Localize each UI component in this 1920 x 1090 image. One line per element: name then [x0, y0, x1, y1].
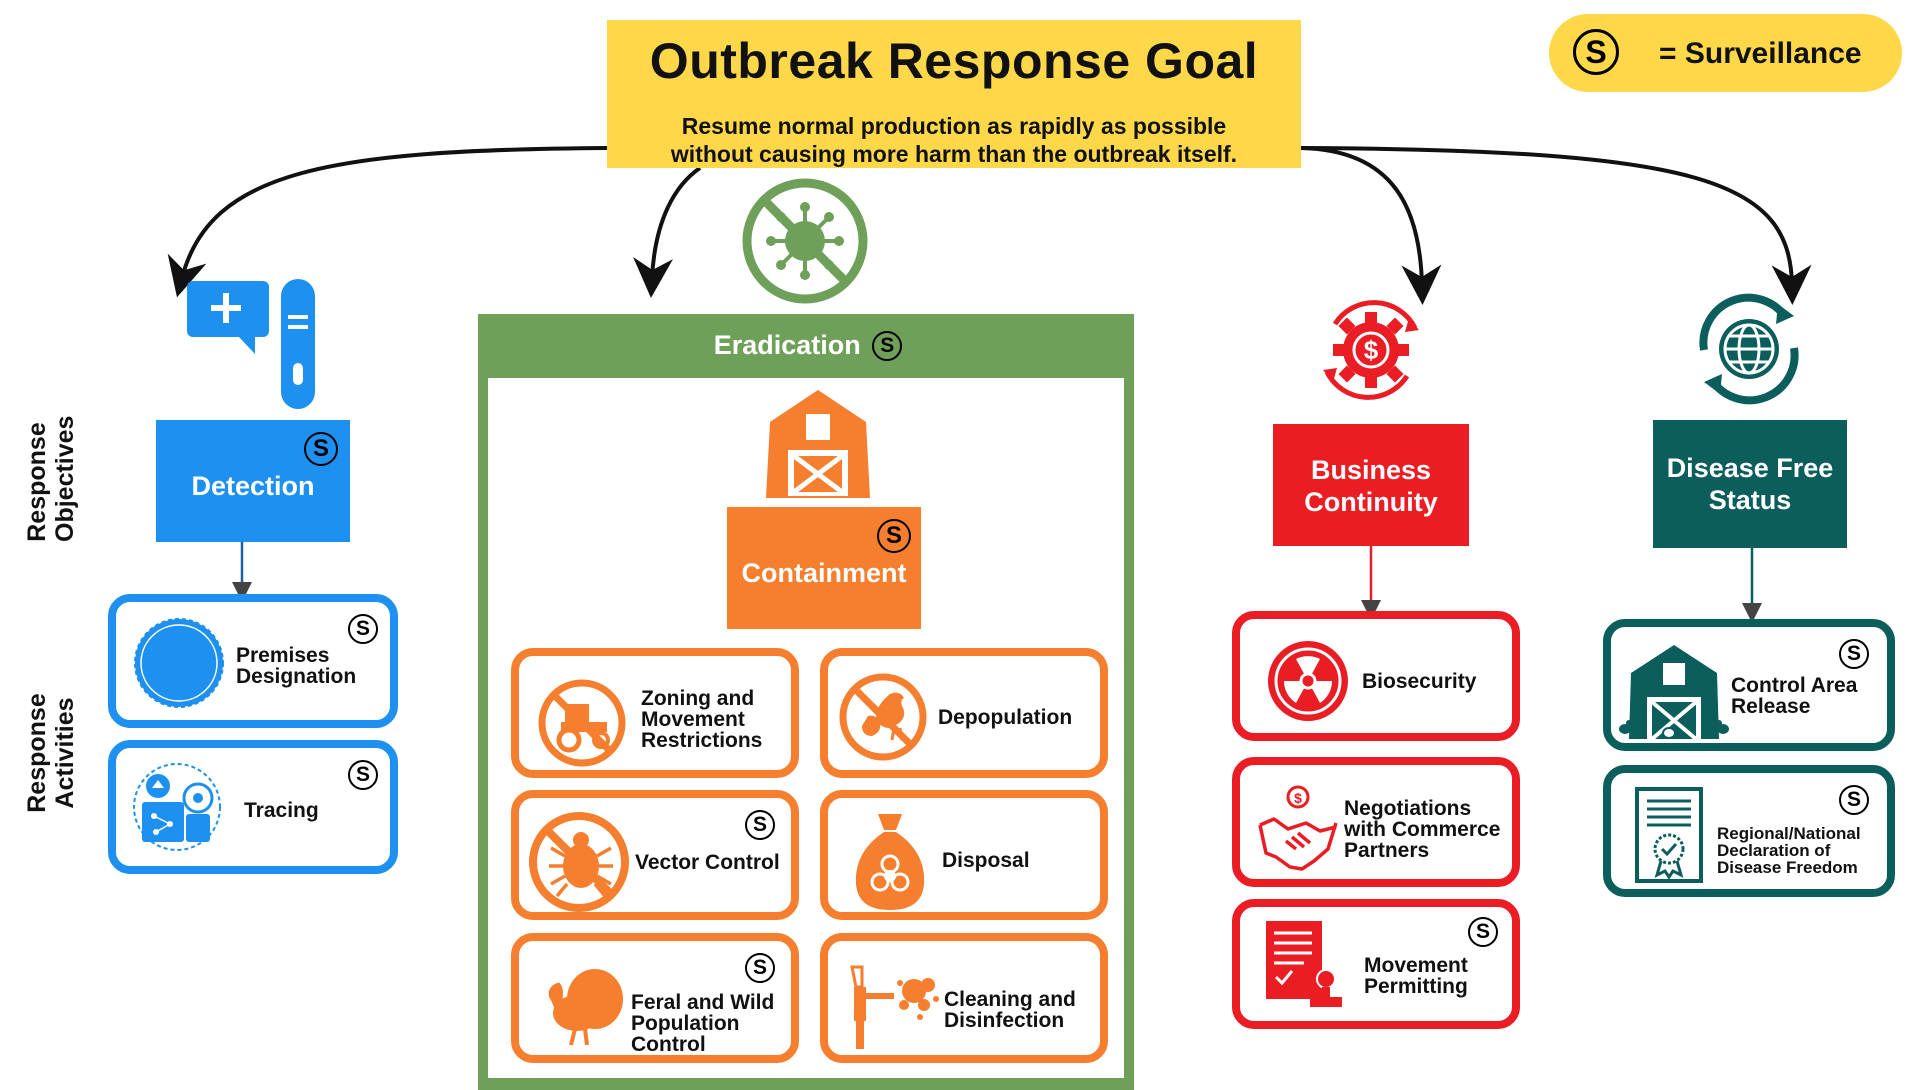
business-continuity-label: Business Continuity [1304, 455, 1438, 517]
business-continuity-box: Business Continuity [1273, 424, 1469, 546]
zoning-label: Zoning and Movement Restrictions [641, 687, 763, 752]
premises-designation-card: S Premises Designation [108, 594, 398, 728]
cleaning-label: Cleaning and Disinfection [944, 988, 1076, 1032]
barn-with-chickens-icon [1619, 645, 1729, 741]
disposal-card: Disposal [820, 790, 1108, 920]
detection-box: S Detection [156, 420, 350, 542]
biohazard-bag-icon [855, 814, 925, 910]
arrow-to-eradication [633, 166, 702, 298]
surveillance-badge: S [1468, 917, 1498, 947]
surveillance-badge: S [348, 760, 378, 790]
depopulation-label: Depopulation [938, 706, 1073, 729]
surveillance-badge: S [304, 432, 338, 466]
surveillance-badge: S [877, 519, 911, 553]
no-poultry-icon [839, 673, 927, 761]
goal-subtitle-line1: Resume normal production as rapidly as p… [681, 113, 1227, 139]
surveillance-badge: S [745, 810, 775, 840]
feral-card: S Feral and Wild Population Control [511, 933, 799, 1063]
goal-title: Outbreak Response Goal [649, 33, 1259, 89]
containment-label: Containment [741, 558, 907, 588]
badge-seal-icon [134, 618, 224, 708]
no-tractor-icon [538, 679, 626, 767]
tracing-network-icon [133, 763, 221, 851]
zoning-card: Zoning and Movement Restrictions [511, 648, 799, 778]
depopulation-card: Depopulation [820, 648, 1108, 778]
svg-text:$: $ [1294, 790, 1302, 806]
control-area-release-card: S Control Area Release [1603, 619, 1895, 751]
negotiations-label: Negotiations with Commerce Partners [1344, 797, 1501, 862]
goal-banner: Outbreak Response Goal Resume normal pro… [607, 20, 1301, 168]
surveillance-icon: S [1573, 29, 1619, 75]
biosecurity-label: Biosecurity [1362, 670, 1477, 693]
surveillance-badge: S [745, 953, 775, 983]
barn-icon [766, 390, 870, 498]
tracing-card: S Tracing [108, 740, 398, 874]
disease-free-status-label: Disease Free Status [1666, 453, 1834, 515]
vector-control-label: Vector Control [635, 851, 780, 874]
feral-label: Feral and Wild Population Control [631, 991, 775, 1056]
negotiations-card: $ Negotiations with Commerce Partners [1232, 757, 1520, 887]
arrow-to-detection [167, 146, 608, 298]
no-virus-icon [742, 178, 868, 304]
response-objectives-label: Response Objectives [23, 415, 79, 542]
globe-refresh-icon [1699, 293, 1799, 405]
response-activities-label: Response Activities [23, 693, 79, 813]
surveillance-badge: S [1839, 639, 1869, 669]
surveillance-badge: S [1839, 785, 1869, 815]
disease-free-status-box: Disease Free Status [1653, 420, 1847, 548]
premises-designation-label: Premises Designation [236, 644, 357, 688]
legend-text: = Surveillance [1659, 37, 1862, 70]
money-gear-icon: $ [1323, 300, 1419, 400]
goal-subtitle: Resume normal production as rapidly as p… [607, 112, 1301, 168]
regional-declaration-label: Regional/National Declaration of Disease… [1717, 824, 1861, 877]
movement-permitting-card: S Movement Permitting [1232, 899, 1520, 1029]
control-area-release-label: Control Area Release [1731, 674, 1858, 718]
goal-subtitle-line2: without causing more harm than the outbr… [670, 141, 1238, 167]
eradication-title: Eradication S [478, 330, 1134, 363]
biosecurity-card: Biosecurity [1232, 611, 1520, 741]
regional-declaration-card: S Regional/National Declaration of Disea… [1603, 765, 1895, 897]
handshake-icon: $ [1258, 785, 1338, 871]
turkey-icon [548, 969, 623, 1046]
surveillance-badge: S [348, 614, 378, 644]
diagnostic-test-icon [187, 279, 315, 409]
surveillance-badge: S [872, 331, 903, 361]
svg-text:$: $ [1364, 335, 1379, 365]
tracing-label: Tracing [244, 799, 319, 822]
containment-box: S Containment [727, 507, 921, 629]
cleaning-card: Cleaning and Disinfection [820, 933, 1108, 1063]
disposal-label: Disposal [942, 849, 1030, 872]
certificate-icon [1635, 787, 1703, 883]
spray-disinfect-icon [850, 965, 939, 1049]
biohazard-icon [1268, 641, 1348, 721]
surveillance-legend: S = Surveillance [1549, 14, 1902, 92]
permit-document-icon [1266, 921, 1342, 1007]
no-tick-icon [529, 812, 629, 912]
arrow-to-disease-free [1300, 146, 1812, 305]
vector-control-card: S Vector Control [511, 790, 799, 920]
movement-permitting-label: Movement Permitting [1364, 954, 1468, 998]
detection-label: Detection [191, 471, 315, 501]
arrow-to-business [1300, 146, 1442, 305]
